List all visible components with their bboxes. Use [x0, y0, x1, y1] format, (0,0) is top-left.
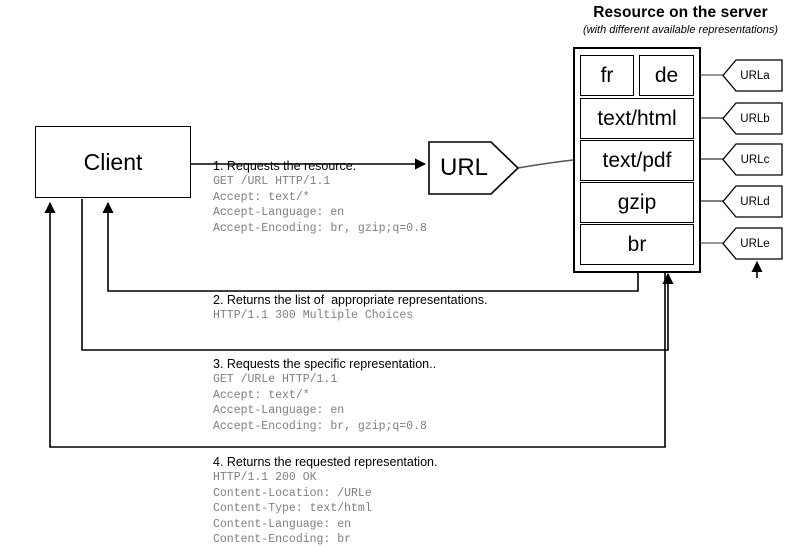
url-tag-urle-label: URLe [740, 238, 770, 250]
url-tag-urla-label: URLa [740, 70, 770, 82]
step-3-heading: 3. Requests the specific representation.… [213, 357, 437, 371]
step-2-body: HTTP/1.1 300 Multiple Choices [213, 309, 414, 322]
representation-gzip[interactable]: gzip [580, 182, 694, 223]
representation-text-pdf[interactable]: text/pdf [580, 140, 694, 181]
step-1: 1. Requests the resource. GET /URL HTTP/… [213, 159, 427, 236]
url-tag-urlc[interactable]: URLc [723, 144, 775, 176]
url-tag-urld[interactable]: URLd [723, 186, 775, 218]
server-subtitle: (with different available representation… [582, 24, 779, 36]
representation-text-html[interactable]: text/html [580, 98, 694, 139]
url-tag-urle[interactable]: URLe [723, 228, 775, 260]
step-1-heading: 1. Requests the resource. [213, 159, 357, 173]
url-node-label: URL [439, 154, 488, 181]
url-tag-urld-label: URLd [740, 196, 770, 208]
url-tag-urlb[interactable]: URLb [723, 103, 775, 135]
link-url-to-server [517, 159, 574, 169]
client-node[interactable]: Client [35, 126, 191, 198]
step-3: 3. Requests the specific representation.… [213, 357, 436, 434]
url-tag-urla[interactable]: URLa [723, 60, 775, 92]
server-title: Resource on the server [593, 4, 768, 21]
step-2-heading: 2. Returns the list of appropriate repre… [213, 293, 488, 307]
step-4-body: HTTP/1.1 200 OK Content-Location: /URLe … [213, 471, 372, 547]
step-2: 2. Returns the list of appropriate repre… [213, 293, 487, 324]
step-4: 4. Returns the requested representation.… [213, 455, 437, 548]
representation-br[interactable]: br [580, 224, 694, 265]
url-node[interactable]: URL [428, 141, 518, 195]
step-1-body: GET /URL HTTP/1.1 Accept: text/* Accept-… [213, 175, 427, 235]
representation-fr[interactable]: fr [580, 55, 634, 96]
step-4-heading: 4. Returns the requested representation. [213, 455, 438, 469]
url-tag-urlb-label: URLb [740, 113, 770, 125]
representation-de[interactable]: de [639, 55, 694, 96]
step-3-body: GET /URLe HTTP/1.1 Accept: text/* Accept… [213, 373, 427, 433]
url-tag-urlc-label: URLc [740, 154, 770, 166]
